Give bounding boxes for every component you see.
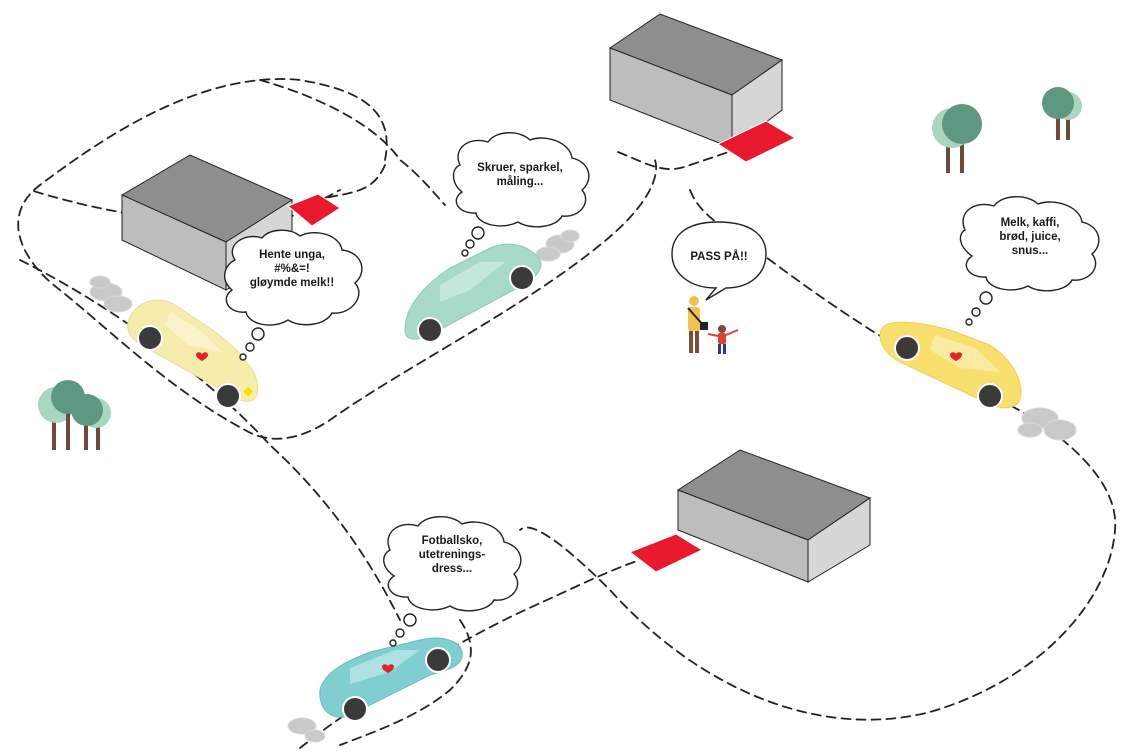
parking-spot-icon — [287, 193, 341, 227]
building-bottom — [628, 449, 872, 583]
bubble-line: utetrenings- — [419, 549, 486, 561]
heart-icon — [950, 352, 962, 361]
heart-icon — [382, 664, 394, 673]
thought-bubble-right: Melk, kaffi, brød, juice, snus... — [959, 196, 1100, 326]
route-diagonal-left — [19, 259, 401, 621]
route-right-down — [519, 189, 1117, 721]
exhaust-cloud — [535, 229, 580, 262]
bubble-line: Fotballsko, — [422, 535, 483, 547]
car-wheel — [509, 265, 535, 291]
bubble-line: gløymde melk!! — [250, 277, 334, 289]
bubble-line: PASS PÅ!! — [690, 250, 747, 263]
car-wheel — [977, 383, 1003, 409]
bubble-line: brød, juice, — [999, 231, 1060, 243]
route-loop-outer — [17, 78, 657, 440]
tree-icon — [1042, 87, 1082, 140]
speech-bubble-pedestrian: PASS PÅ!! — [671, 221, 767, 301]
car-wheel — [894, 335, 920, 361]
tree-icon — [932, 104, 982, 173]
bubble-line: Melk, kaffi, — [1001, 217, 1060, 229]
car-topleft — [89, 275, 259, 409]
bubble-line: Skruer, sparkel, — [477, 162, 563, 174]
parking-spot-icon — [716, 120, 797, 163]
bubble-line: Hente unga, — [259, 249, 325, 261]
building-top — [608, 13, 797, 163]
exhaust-cloud — [89, 275, 133, 313]
exhaust-cloud — [287, 717, 326, 743]
thought-bubble-topleft: Hente unga, #%&=! gløymde melk!! — [224, 229, 363, 361]
car-wheel — [342, 696, 368, 722]
bubble-line: dress... — [432, 563, 472, 575]
car-wheel — [425, 647, 451, 673]
car-right — [879, 321, 1077, 441]
bubble-line: #%&=! — [274, 263, 309, 275]
tree-icon — [71, 394, 111, 450]
route-upper — [259, 79, 446, 206]
car-middle — [404, 229, 580, 343]
tree-group-left — [38, 380, 111, 450]
car-wheel — [417, 317, 443, 343]
car-wheel — [137, 325, 163, 351]
speech-text: PASS PÅ!! — [690, 250, 747, 263]
thought-text: Hente unga, #%&=! gløymde melk!! — [250, 249, 334, 289]
thought-text: Skruer, sparkel, måling... — [477, 162, 563, 188]
car-wheel — [215, 383, 241, 409]
parent-and-child-icon — [687, 296, 739, 354]
thought-text: Fotballsko, utetrenings-dress... — [419, 535, 486, 575]
tree-group-right — [932, 87, 1082, 173]
thought-bubble-middle: Skruer, sparkel, måling... — [452, 132, 590, 257]
car-bottom — [287, 637, 463, 743]
thought-bubble-bottom: Fotballsko, utetrenings-dress... — [383, 516, 522, 647]
route-bottom-arc — [339, 619, 472, 746]
parking-spot-icon — [628, 533, 704, 573]
exhaust-cloud — [1017, 407, 1077, 441]
bubble-line: snus... — [1012, 245, 1048, 257]
bubble-line: måling... — [497, 176, 544, 188]
heart-icon — [196, 352, 208, 361]
thought-text: Melk, kaffi, brød, juice, snus... — [999, 217, 1060, 257]
